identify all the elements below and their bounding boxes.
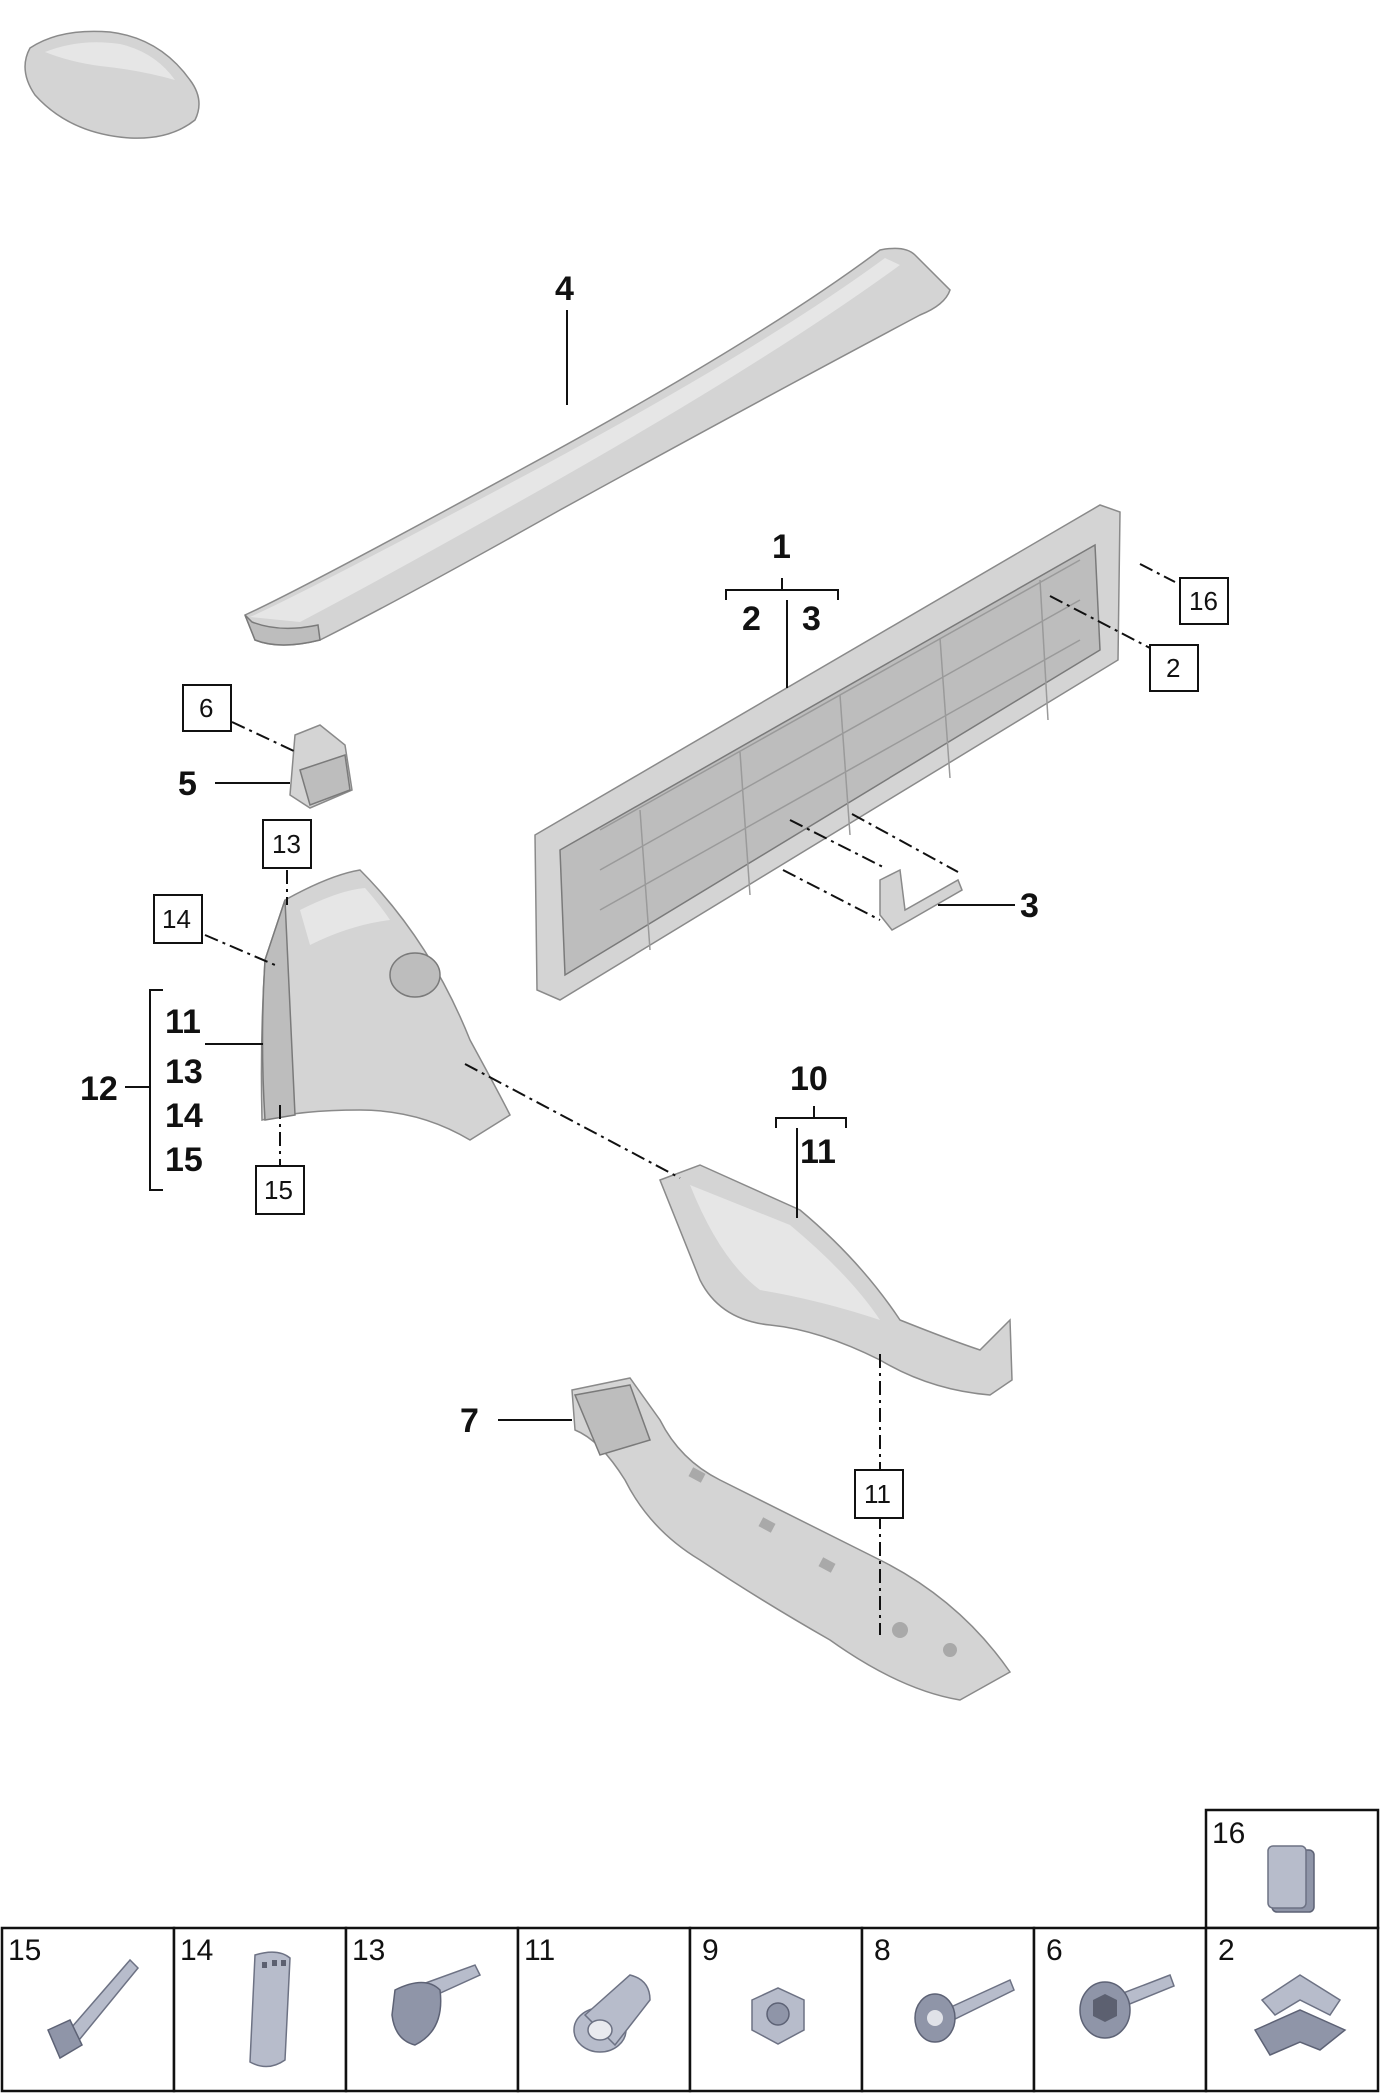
boxed-2: 2: [1166, 653, 1180, 683]
vehicle-thumbnail: [24, 30, 200, 139]
callout-1: 1: [772, 528, 791, 566]
callout-3-bracket: 3: [1020, 887, 1039, 925]
callout-2: 2: [742, 600, 761, 638]
boxed-callouts: 16 2 6 13 14 15 11: [153, 577, 1229, 1519]
fastener-legend: 16 15 14 13 11 9 8 6 2: [0, 1808, 1380, 2093]
part-5-clip: [289, 724, 353, 809]
callout-7: 7: [460, 1402, 479, 1440]
part-7-lower-rail: [571, 1377, 1012, 1701]
callout-5: 5: [178, 765, 197, 803]
fastener-2-icon: [1253, 1974, 1347, 2056]
legend-label-14: 14: [180, 1934, 213, 1967]
callout-13: 13: [165, 1053, 203, 1091]
callout-11-cover: 11: [165, 1003, 201, 1041]
legend-label-9: 9: [702, 1934, 719, 1967]
callout-12: 12: [80, 1070, 118, 1108]
legend-label-15: 15: [8, 1934, 41, 1967]
boxed-11: 11: [864, 1479, 891, 1509]
callout-15: 15: [165, 1141, 203, 1179]
boxed-16: 16: [1189, 586, 1218, 616]
boxed-15: 15: [264, 1175, 293, 1205]
callout-labels: 4 1 2 3 5 3 10 11 7 12 11 13 14 15: [80, 270, 1039, 1440]
callout-10: 10: [790, 1060, 828, 1098]
fastener-6-icon: [1079, 1974, 1175, 2039]
part-4-trim-strip: [244, 247, 951, 646]
legend-label-8: 8: [874, 1934, 891, 1967]
fastener-9-icon: [751, 1987, 805, 2045]
legend-cell-2: [1204, 1926, 1380, 2093]
boxed-6: 6: [199, 693, 213, 723]
fastener-8-icon: [914, 1978, 1015, 2043]
legend-label-11: 11: [524, 1934, 555, 1967]
boxed-13: 13: [272, 829, 301, 859]
part-1-rear-panel: [534, 504, 1121, 1001]
boxed-14: 14: [162, 904, 191, 934]
leader-lines: [125, 310, 1176, 1635]
callout-3: 3: [802, 600, 821, 638]
fastener-14-icon: [249, 1951, 291, 2068]
part-10-air-duct: [659, 1164, 1013, 1396]
legend-label-16: 16: [1212, 1817, 1245, 1850]
fastener-11-icon: [573, 1974, 651, 2053]
callout-4: 4: [555, 270, 574, 308]
legend-label-6: 6: [1046, 1934, 1063, 1967]
legend-label-13: 13: [352, 1934, 385, 1967]
callout-14: 14: [165, 1097, 203, 1135]
fastener-15-icon: [47, 1958, 140, 2060]
callout-11-duct: 11: [800, 1133, 836, 1171]
legend-label-2: 2: [1218, 1934, 1235, 1967]
part-3-bracket: [879, 868, 963, 931]
fastener-16-icon: [1267, 1845, 1315, 1913]
fastener-13-icon: [391, 1964, 482, 2046]
part-12-trim-cover: [260, 869, 511, 1141]
